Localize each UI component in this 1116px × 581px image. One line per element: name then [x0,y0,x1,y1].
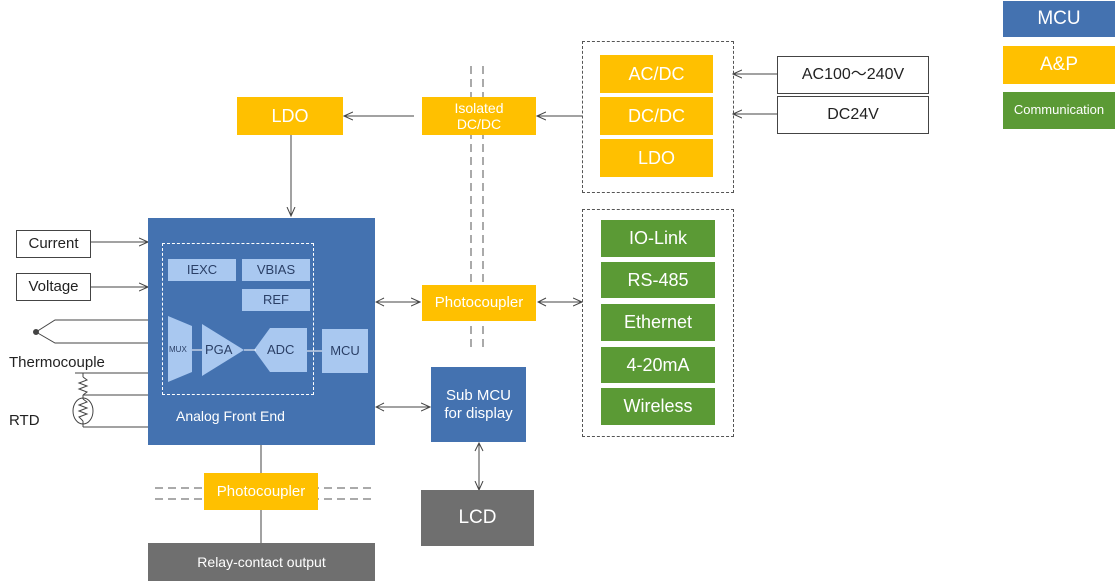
current-input-box: Current [16,230,91,258]
comm-wireless: Wireless [601,388,715,425]
thermocouple-symbol [33,319,148,344]
rtd-symbol [72,372,148,428]
comm-io-link: IO-Link [601,220,715,257]
comm-ethernet: Ethernet [601,304,715,341]
lcd-block: LCD [421,490,534,546]
photocoupler-mid: Photocoupler [422,285,536,321]
pga-shape [202,324,244,376]
mux-shape [168,316,192,382]
afe-inner-frame [162,243,314,395]
legend-communication: Communication [1003,92,1115,129]
mux-label: MUX [169,345,187,354]
relay-output-block: Relay-contact output [148,543,375,581]
comm-rs-485: RS-485 [601,262,715,298]
ldo-block-2: LDO [600,139,713,177]
adc-label: ADC [267,342,295,357]
comm-4-20ma: 4-20mA [601,347,715,383]
legend-ap: A&P [1003,46,1115,84]
thermocouple-label: Thermocouple [9,354,105,371]
afe-mcu-block: MCU [322,329,368,373]
dc-input-box: DC24V [777,96,929,134]
pga-label: PGA [205,342,233,357]
photocoupler-bottom: Photocoupler [204,473,318,510]
sub-mcu-block: Sub MCU for display [431,367,526,442]
ldo-block: LDO [237,97,343,135]
power-supply-group [582,41,734,193]
ref-block: REF [242,289,310,311]
voltage-input-box: Voltage [16,273,91,301]
acdc-block: AC/DC [600,55,713,93]
vbias-block: VBIAS [242,259,310,281]
communication-group [582,209,734,437]
rtd-label: RTD [9,412,40,429]
ac-input-box: AC100～240V [777,56,929,94]
dcdc-block: DC/DC [600,97,713,135]
isolated-dcdc-block: Isolated DC/DC [422,97,536,135]
iexc-block: IEXC [168,259,236,281]
afe-title: Analog Front End [176,408,285,424]
legend-mcu: MCU [1003,1,1115,37]
adc-shape [254,328,307,372]
